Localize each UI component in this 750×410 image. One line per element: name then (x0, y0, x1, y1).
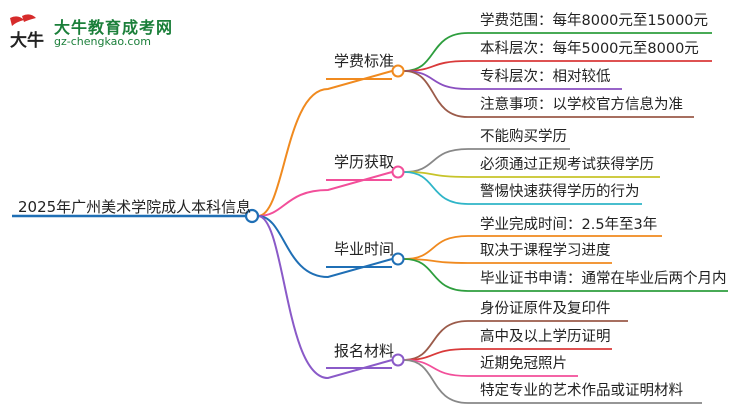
site-logo[interactable]: 大牛 大牛教育成考网 gz-chengkao.com (4, 12, 264, 52)
logo-mark-icon: 大牛 (10, 14, 44, 51)
leaf-connector-materials-2 (403, 359, 578, 377)
branch-label-tuition: 学费标准 (334, 52, 395, 70)
leaf-material-diploma: 高中及以上学历证明 (480, 329, 611, 345)
leaf-connector-materials-3 (403, 359, 702, 404)
branch-label-materials: 报名材料 (334, 342, 395, 360)
leaf-grad-progress: 取决于课程学习进度 (480, 243, 611, 259)
leaf-material-id: 身份证原件及复印件 (480, 301, 611, 317)
branch-connector-tuition (257, 70, 393, 217)
leaf-degree-warning: 警惕快速获得学历的行为 (480, 184, 640, 200)
branch-label-degree: 学历获取 (334, 153, 395, 171)
branch-connector-graduation (257, 215, 393, 279)
branch-node-degree (391, 165, 405, 179)
branch-node-graduation (391, 252, 405, 266)
leaf-connector-graduation-0 (403, 235, 662, 260)
leaf-grad-time: 学业完成时间：2.5年至3年 (480, 217, 658, 233)
leaf-tuition-notes: 注意事项：以学校官方信息为准 (480, 97, 683, 113)
leaf-connector-materials-1 (403, 348, 612, 361)
leaf-tuition-range: 学费范围：每年8000元至15000元 (480, 13, 709, 29)
leaf-connector-graduation-2 (403, 258, 728, 292)
branch-node-materials (391, 353, 405, 367)
branch-node-tuition (391, 64, 405, 78)
leaf-connector-degree-1 (403, 171, 660, 178)
leaf-degree-exam: 必须通过正规考试获得学历 (480, 157, 654, 173)
logo-mark-text: 大牛 (10, 30, 44, 51)
root-node (244, 208, 260, 224)
root-node-label: 2025年广州美术学院成人本科信息 (18, 198, 252, 216)
leaf-connector-materials-0 (403, 320, 628, 361)
logo-url: gz-chengkao.com (54, 35, 151, 48)
leaf-material-artwork: 特定专业的艺术作品或证明材料 (480, 383, 683, 399)
leaf-tuition-college: 专科层次：相对较低 (480, 69, 611, 85)
leaf-degree-nobuy: 不能购买学历 (480, 129, 567, 145)
leaf-connector-tuition-1 (403, 60, 712, 72)
leaf-connector-tuition-3 (403, 70, 694, 118)
leaf-grad-certificate: 毕业证书申请：通常在毕业后两个月内 (480, 271, 727, 287)
branch-connector-materials (257, 215, 393, 380)
leaf-connector-tuition-0 (403, 32, 712, 72)
leaf-connector-degree-2 (403, 171, 642, 205)
logo-title: 大牛教育成考网 (54, 18, 174, 37)
leaf-material-photo: 近期免冠照片 (480, 356, 567, 372)
leaf-connector-degree-0 (403, 148, 570, 173)
leaf-connector-graduation-1 (403, 258, 612, 264)
branch-label-graduation: 毕业时间 (334, 240, 395, 258)
leaf-connector-tuition-2 (403, 70, 622, 90)
leaf-tuition-undergrad: 本科层次：每年5000元至8000元 (480, 41, 699, 57)
branch-connector-degree (257, 171, 393, 217)
